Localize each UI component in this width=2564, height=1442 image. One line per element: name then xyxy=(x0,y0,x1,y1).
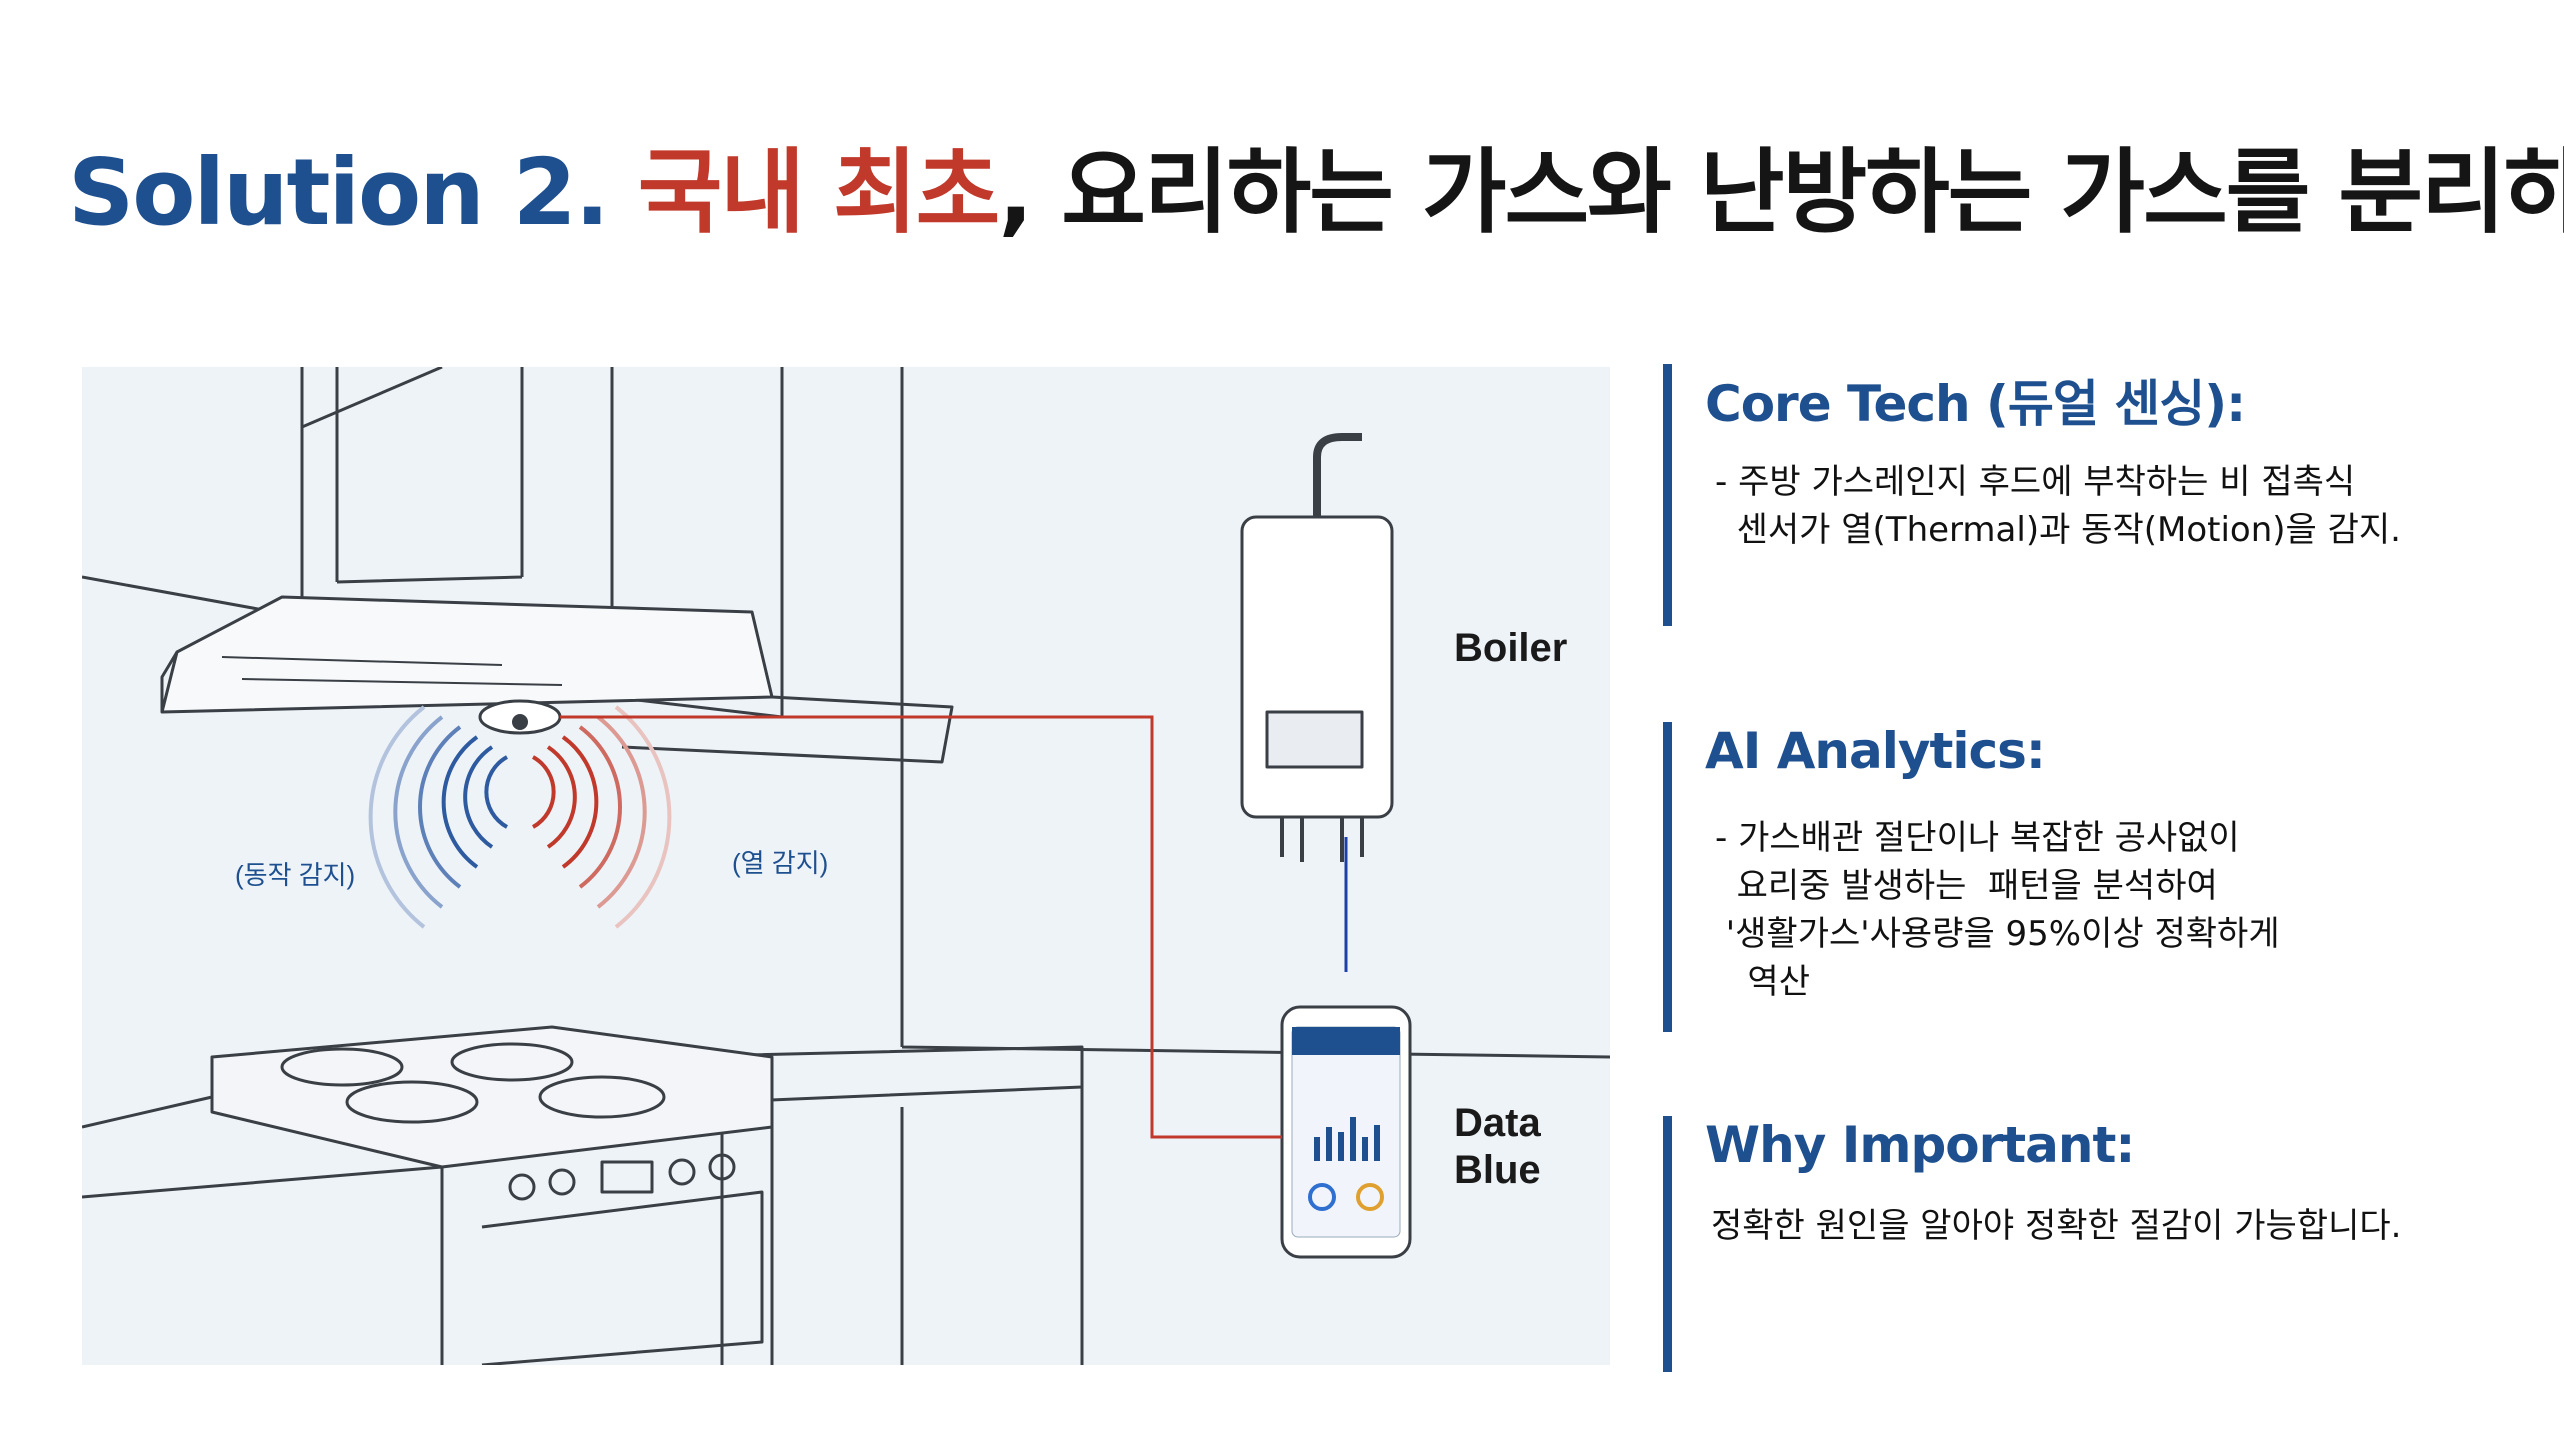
kitchen-illustration: Boiler Data Blue (동작 감지) (열 감지) xyxy=(82,367,1610,1365)
knob-3 xyxy=(668,1158,696,1186)
sensor-to-phone-line xyxy=(560,715,1282,1139)
hood-filter-lines xyxy=(221,656,563,686)
title-highlight: 국내 최초 xyxy=(637,139,1001,246)
body-line: - 가스배관 절단이나 복잡한 공사없이 xyxy=(1715,818,2240,858)
title-rest: , 요리하는 가스와 난방하는 가스를 분리하다 xyxy=(998,139,2564,246)
body-line: - 주방 가스레인지 후드에 부착하는 비 접촉식 xyxy=(1715,462,2356,502)
lower-cabinets xyxy=(720,1087,1084,1365)
body-line: 요리중 발생하는 패턴을 분석하여 xyxy=(1715,866,2218,906)
boiler-label: Boiler xyxy=(1454,626,1568,670)
burner-1 xyxy=(280,1047,404,1087)
body-line: 센서가 열(Thermal)과 동작(Motion)을 감지. xyxy=(1715,510,2401,550)
stove-body xyxy=(440,1127,774,1365)
app-donut-1 xyxy=(1308,1183,1336,1211)
motion-detect-label: (동작 감지) xyxy=(235,860,356,890)
boiler-pipe xyxy=(1313,433,1362,517)
phone-screen xyxy=(1291,1026,1401,1238)
app-bars xyxy=(1314,1117,1380,1161)
body-line: '생활가스'사용량을 95%이상 정확하게 xyxy=(1715,914,2280,954)
boiler-panel xyxy=(1265,710,1364,769)
page-title: Solution 2. 국내 최초, 요리하는 가스와 난방하는 가스를 분리하… xyxy=(68,118,2564,251)
data-label-line2: Blue xyxy=(1454,1148,1541,1193)
data-blue-label: Data Blue xyxy=(1454,1100,1541,1194)
app-donut-2 xyxy=(1356,1183,1384,1211)
knob-4 xyxy=(708,1153,736,1181)
motion-waves xyxy=(368,705,509,929)
section-title: Why Important: xyxy=(1705,1116,2135,1174)
hood-chimney xyxy=(335,367,524,584)
heat-detect-label: (열 감지) xyxy=(732,848,829,878)
oven-display xyxy=(600,1160,654,1194)
app-header xyxy=(1292,1027,1400,1055)
oven-door xyxy=(481,1190,764,1365)
boiler-body xyxy=(1240,515,1394,819)
knob-1 xyxy=(508,1173,536,1201)
body-line: 역산 xyxy=(1715,962,1810,1002)
cabinet-left xyxy=(82,1165,444,1365)
section-accent-bar xyxy=(1663,722,1672,1032)
stove-top xyxy=(210,1025,774,1169)
section-body: - 가스배관 절단이나 복잡한 공사없이 요리중 발생하는 패턴을 분석하여 '… xyxy=(1715,814,2280,1006)
heat-waves xyxy=(531,705,672,929)
hood-edge xyxy=(160,651,179,712)
section-accent-bar xyxy=(1663,364,1672,626)
burner-4 xyxy=(538,1075,666,1119)
section-title: Core Tech (듀얼 센싱): xyxy=(1705,375,2246,433)
boiler-outlets xyxy=(1280,817,1364,862)
burner-2 xyxy=(450,1042,574,1082)
section-title: AI Analytics: xyxy=(1705,722,2046,780)
section-body: - 주방 가스레인지 후드에 부착하는 비 접촉식 센서가 열(Thermal)… xyxy=(1715,458,2401,554)
section-body: 정확한 원인을 알아야 정확한 절감이 가능합니다. xyxy=(1711,1202,2401,1250)
data-label-line1: Data xyxy=(1454,1101,1541,1145)
title-solution: Solution 2. xyxy=(68,139,610,246)
body-line: 정확한 원인을 알아야 정확한 절감이 가능합니다. xyxy=(1711,1206,2402,1246)
sensor-lens xyxy=(512,714,528,730)
hood-body xyxy=(160,595,774,714)
kitchen-drawing xyxy=(82,367,1610,1365)
knob-2 xyxy=(548,1168,576,1196)
hood-extension xyxy=(621,695,954,764)
burner-3 xyxy=(345,1080,479,1124)
section-accent-bar xyxy=(1663,1116,1672,1372)
